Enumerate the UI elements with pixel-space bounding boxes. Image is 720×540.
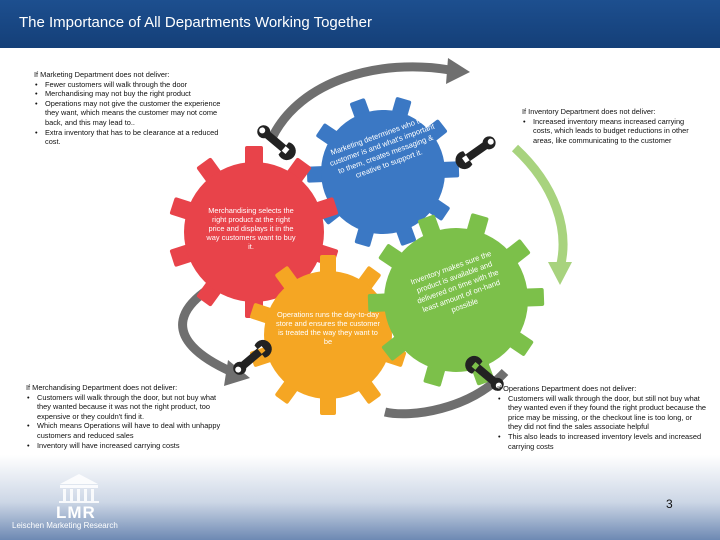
list-item: Customers will walk through the door, bu…	[497, 394, 707, 432]
operations-impact-list: Customers will walk through the door, bu…	[497, 394, 707, 452]
footer-band	[0, 455, 720, 540]
list-item: Increased inventory means increased carr…	[522, 117, 702, 146]
inventory-impact-block: If Inventory Department does not deliver…	[522, 107, 702, 145]
wrench-icon	[451, 131, 500, 173]
logo-letters: LMR	[56, 503, 96, 522]
list-item: Inventory will have increased carrying c…	[26, 441, 231, 451]
operations-impact-heading: If Operations Department does not delive…	[497, 384, 637, 393]
merchandising-gear	[169, 146, 339, 318]
marketing-impact-block: If Marketing Department does not deliver…	[34, 70, 234, 147]
inventory-gear	[367, 213, 545, 387]
list-item: Merchandising may not buy the right prod…	[34, 89, 234, 99]
marketing-gear	[306, 97, 460, 247]
list-item: Extra inventory that has to be clearance…	[34, 128, 234, 147]
cycle-arrow-right	[511, 144, 572, 285]
title-bar: The Importance of All Departments Workin…	[0, 0, 720, 48]
list-item: This also leads to increased inventory l…	[497, 432, 707, 451]
list-item: Customers will walk through the door, bu…	[26, 393, 231, 422]
operations-gear-label: Operations runs the day-to-day store and…	[276, 310, 380, 346]
slide-title: The Importance of All Departments Workin…	[19, 14, 372, 31]
columns-building-icon	[59, 474, 99, 503]
merchandising-impact-block: If Merchandising Department does not del…	[26, 383, 231, 450]
list-item: Which means Operations will have to deal…	[26, 421, 231, 440]
marketing-impact-heading: If Marketing Department does not deliver…	[34, 70, 170, 79]
merchandising-impact-list: Customers will walk through the door, bu…	[26, 393, 231, 451]
list-item: Operations may not give the customer the…	[34, 99, 234, 128]
page-number: 3	[666, 497, 673, 511]
list-item: Fewer customers will walk through the do…	[34, 80, 234, 90]
marketing-impact-list: Fewer customers will walk through the do…	[34, 80, 234, 147]
operations-impact-block: If Operations Department does not delive…	[497, 384, 707, 451]
merchandising-impact-heading: If Merchandising Department does not del…	[26, 383, 178, 392]
inventory-impact-heading: If Inventory Department does not deliver…	[522, 107, 656, 116]
merchandising-gear-label: Merchandising selects the right product …	[206, 206, 296, 251]
cycle-arrow-top	[267, 58, 470, 141]
inventory-impact-list: Increased inventory means increased carr…	[522, 117, 702, 146]
logo-caption: Leischen Marketing Research	[12, 521, 118, 530]
